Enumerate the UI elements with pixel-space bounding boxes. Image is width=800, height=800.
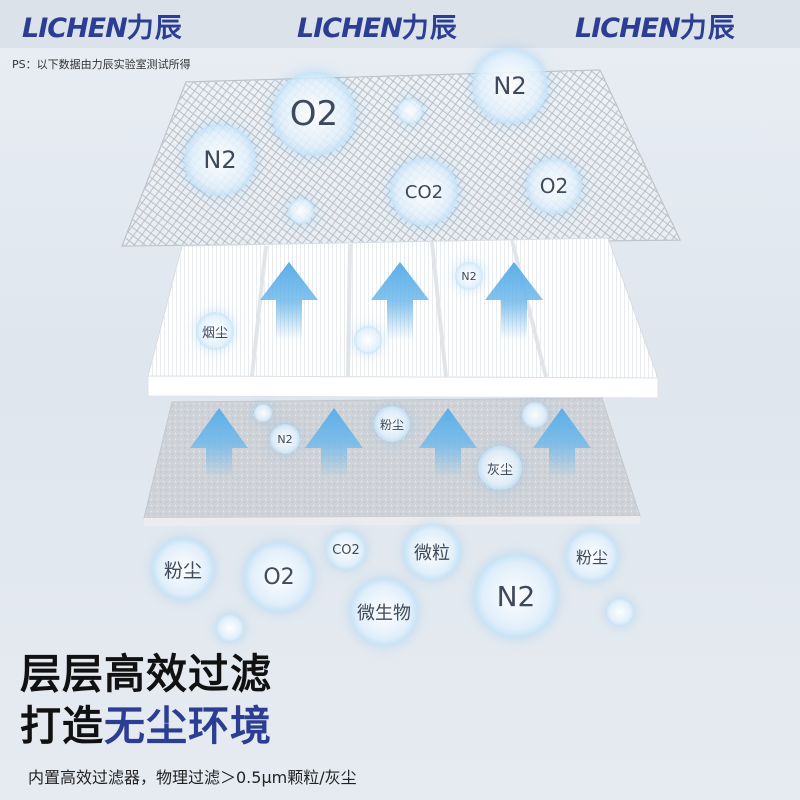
smoke-bubble: 烟尘 bbox=[196, 312, 234, 350]
headline-accent: 无尘环境 bbox=[104, 702, 272, 750]
cotton-filter-layer bbox=[143, 397, 641, 526]
brand-logo: LICHEN力辰 bbox=[297, 13, 458, 44]
nitrogen-bubble: N2 bbox=[184, 124, 256, 196]
nitrogen-bubble: N2 bbox=[472, 48, 548, 124]
carbon-dioxide-bubble: CO2 bbox=[390, 158, 458, 226]
ash-bubble: 灰尘 bbox=[478, 446, 522, 490]
small-bubble bbox=[254, 404, 272, 422]
small-bubble bbox=[522, 402, 548, 428]
dust-bubble: 粉尘 bbox=[152, 538, 214, 600]
small-bubble bbox=[397, 98, 423, 124]
logo-band: LICHEN力辰 LICHEN力辰 LICHEN力辰 bbox=[0, 0, 800, 48]
small-bubble bbox=[288, 198, 314, 224]
dust-bubble: 粉尘 bbox=[566, 530, 618, 582]
airflow-arrows bbox=[190, 262, 591, 478]
headline-line-1: 层层高效过滤 bbox=[20, 650, 272, 698]
nitrogen-bubble: N2 bbox=[474, 554, 558, 638]
feature-subtitle: 内置高效过滤器，物理过滤＞0.5μm颗粒/灰尘 bbox=[28, 768, 357, 787]
brand-logo: LICHEN力辰 bbox=[22, 13, 183, 44]
particle-bubble: 微粒 bbox=[404, 524, 460, 580]
dust-bubble: 粉尘 bbox=[374, 406, 410, 442]
nitrogen-bubble: N2 bbox=[455, 262, 483, 290]
nitrogen-bubble: N2 bbox=[270, 424, 300, 454]
headline-line-2: 打造无尘环境 bbox=[20, 702, 272, 750]
test-note: PS：以下数据由力辰实验室测试所得 bbox=[12, 58, 191, 71]
oxygen-bubble: O2 bbox=[526, 158, 582, 214]
small-bubble bbox=[606, 598, 634, 626]
oxygen-bubble: O2 bbox=[272, 72, 356, 156]
microbe-bubble: 微生物 bbox=[350, 578, 418, 646]
oxygen-bubble: O2 bbox=[244, 542, 314, 612]
small-bubble bbox=[354, 326, 382, 354]
brand-logo: LICHEN力辰 bbox=[575, 13, 736, 44]
carbon-dioxide-bubble: CO2 bbox=[326, 530, 366, 570]
small-bubble bbox=[216, 614, 244, 642]
